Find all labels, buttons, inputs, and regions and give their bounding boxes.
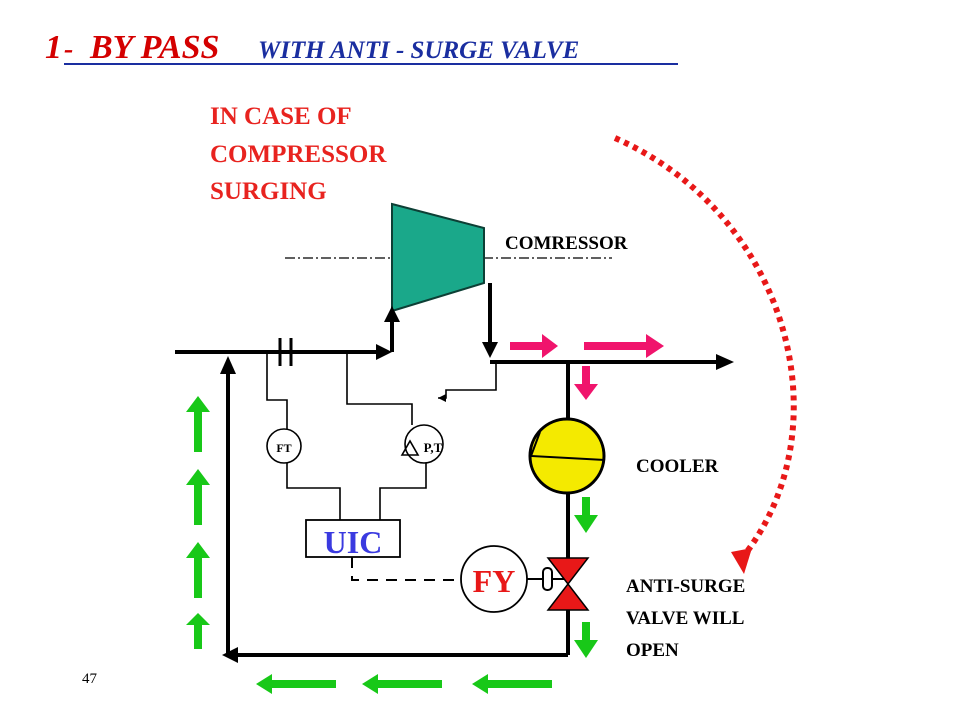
anti-surge-valve-top [546, 557, 590, 586]
pt-bubble [404, 424, 444, 464]
discharge-arrowhead [716, 354, 734, 370]
compressor-inlet-arrowhead [384, 306, 400, 322]
fy-label: FY [473, 563, 516, 599]
ft-label: FT [276, 441, 291, 455]
recycle-left-arrowhead [222, 647, 238, 663]
valve-note-line1: ANTI-SURGE [626, 576, 745, 597]
compressor-label: COMRESSOR [505, 233, 628, 254]
flow-arrow-down-magenta [574, 366, 598, 400]
cooler-label: COOLER [636, 456, 719, 477]
flow-arrow-up-2 [186, 469, 210, 525]
flow-arrow-down-green-2 [574, 622, 598, 658]
cooler-coil [529, 431, 606, 461]
valve-note-line3: OPEN [626, 640, 679, 661]
surge-note-line3: SURGING [210, 178, 327, 205]
compressor-body [391, 202, 485, 313]
actuator-yoke [542, 567, 553, 591]
dotted-arrow-head [731, 548, 752, 574]
flow-arrow-up-4 [186, 613, 210, 649]
flow-arrow-left-2 [362, 674, 442, 694]
flow-arrow-down-green-1 [574, 497, 598, 533]
flow-arrow-up-1 [186, 396, 210, 452]
compressor-outlet-arrowhead [482, 342, 498, 358]
valve-opens-dotted-arrow [613, 135, 797, 560]
flow-arrow-up-3 [186, 542, 210, 598]
discharge-line [488, 283, 722, 364]
ft-bubble [266, 428, 302, 464]
surge-note-line2: COMPRESSOR [210, 141, 387, 168]
title-dash: - [64, 34, 73, 65]
flow-arrow-left-1 [256, 674, 336, 694]
suction-arrowhead [376, 344, 392, 360]
flow-arrow-right-1 [510, 334, 558, 358]
valve-note-line2: VALVE WILL [626, 608, 744, 629]
pt-label: P,T [424, 440, 443, 455]
recycle-line [226, 362, 570, 657]
delta-symbol-icon [400, 439, 420, 456]
anti-surge-valve-bottom [546, 582, 590, 611]
uic-label: UIC [324, 524, 383, 560]
pt-signal-arrowhead [438, 394, 446, 402]
title-rest: WITH ANTI - SURGE VALVE [258, 37, 579, 64]
page-number: 47 [82, 671, 98, 687]
title-number: 1 [45, 29, 62, 66]
recycle-flow-arrows [186, 396, 598, 694]
flow-arrow-left-3 [472, 674, 552, 694]
uic-fy-signal [351, 557, 462, 581]
title-bypass: BY PASS [89, 29, 219, 66]
recycle-up-arrowhead [220, 356, 236, 374]
flow-arrow-right-2 [584, 334, 664, 358]
discharge-flow-arrows [510, 334, 664, 400]
signal-lines [266, 352, 497, 520]
surge-note-line1: IN CASE OF [210, 103, 352, 130]
suction-line [175, 320, 394, 354]
